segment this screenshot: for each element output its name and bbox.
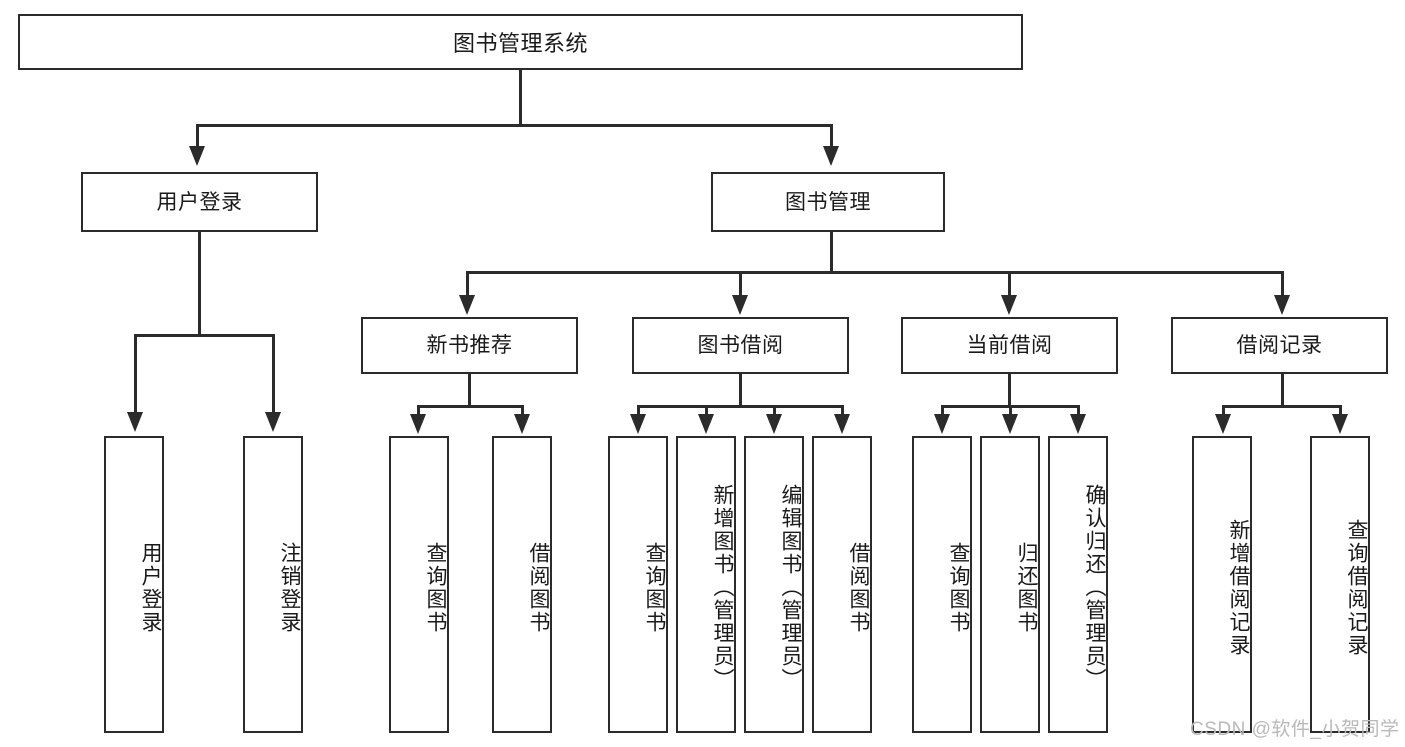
arrow-book-borrow-to-leaf2: [698, 414, 714, 434]
connector-user-login-bar: [134, 334, 273, 337]
arrow-book-borrow-to-leaf1: [630, 414, 646, 434]
arrow-book-borrow-to-leaf4: [834, 414, 850, 434]
node-leaf-confirm-return[interactable]: 确认归还（管理员）: [1048, 436, 1108, 733]
node-label: 新增借阅记录: [1227, 518, 1250, 657]
node-label: 借阅记录: [1236, 334, 1323, 357]
node-leaf-return-book[interactable]: 归还图书: [980, 436, 1040, 733]
connector-current-borrow-stem: [1008, 374, 1011, 407]
node-label: 查询图书: [947, 541, 970, 634]
node-leaf-query-book-2[interactable]: 查询图书: [608, 436, 668, 733]
arrow-user-login-to-leaf2: [265, 412, 281, 432]
connector-root-bar: [196, 124, 832, 127]
node-new-book-recommend[interactable]: 新书推荐: [361, 317, 578, 374]
connector-book-manage-stem: [830, 232, 833, 274]
connector-new-book-bar: [417, 405, 523, 408]
connector-user-login-to-leaf1: [134, 334, 137, 414]
node-leaf-query-book-1[interactable]: 查询图书: [389, 436, 449, 733]
node-leaf-add-record[interactable]: 新增借阅记录: [1192, 436, 1252, 733]
arrow-borrow-record-to-leaf1: [1215, 414, 1231, 434]
node-root-system[interactable]: 图书管理系统: [18, 14, 1023, 70]
arrow-new-book-to-leaf2: [514, 414, 530, 434]
connector-book-manage-to-book-borrow: [739, 271, 742, 297]
node-label: 编辑图书（管理员）: [779, 484, 802, 691]
node-label: 图书管理系统: [452, 31, 588, 56]
node-label: 图书借阅: [697, 334, 784, 357]
node-label: 图书管理: [785, 190, 871, 214]
node-leaf-add-book[interactable]: 新增图书（管理员）: [676, 436, 736, 733]
node-label: 查询借阅记录: [1345, 518, 1368, 657]
node-leaf-borrow-book-1[interactable]: 借阅图书: [492, 436, 552, 733]
connector-book-borrow-to-leaf4: [841, 405, 844, 417]
node-book-borrow[interactable]: 图书借阅: [632, 317, 849, 374]
connector-new-book-to-leaf1: [417, 405, 420, 417]
node-borrow-record[interactable]: 借阅记录: [1171, 317, 1388, 374]
node-label: 用户登录: [156, 190, 243, 214]
connector-root-to-user-login: [196, 124, 199, 148]
connector-book-borrow-to-leaf2: [705, 405, 708, 417]
node-label: 借阅图书: [527, 541, 550, 634]
connector-book-manage-to-borrow-record: [1281, 271, 1284, 297]
node-book-manage[interactable]: 图书管理: [711, 172, 945, 232]
node-label: 借阅图书: [847, 541, 870, 634]
connector-book-manage-to-new-book: [466, 271, 469, 297]
connector-current-borrow-to-leaf1: [941, 405, 944, 417]
node-label: 确认归还（管理员）: [1083, 484, 1106, 691]
node-label: 查询图书: [643, 541, 666, 634]
node-leaf-borrow-book-2[interactable]: 借阅图书: [812, 436, 872, 733]
arrow-book-borrow-to-leaf3: [766, 414, 782, 434]
connector-book-borrow-to-leaf3: [773, 405, 776, 417]
connector-book-borrow-stem: [739, 374, 742, 407]
node-leaf-query-record[interactable]: 查询借阅记录: [1310, 436, 1370, 733]
node-current-borrow[interactable]: 当前借阅: [901, 317, 1118, 374]
connector-borrow-record-to-leaf1: [1222, 405, 1225, 417]
node-leaf-user-login[interactable]: 用户登录: [104, 436, 164, 733]
connector-book-manage-bar: [466, 271, 1283, 274]
node-label: 注销登录: [278, 541, 301, 634]
arrow-book-manage-to-current-borrow: [1001, 295, 1017, 315]
node-leaf-edit-book[interactable]: 编辑图书（管理员）: [744, 436, 804, 733]
connector-new-book-to-leaf2: [521, 405, 524, 417]
node-label: 当前借阅: [966, 334, 1053, 357]
arrow-book-manage-to-borrow-record: [1274, 295, 1290, 315]
connector-current-borrow-to-leaf2: [1009, 405, 1012, 417]
node-leaf-query-book-3[interactable]: 查询图书: [912, 436, 972, 733]
node-label: 查询图书: [424, 541, 447, 634]
connector-root-to-book-manage: [830, 124, 833, 148]
arrow-current-borrow-to-leaf1: [934, 414, 950, 434]
connector-borrow-record-stem: [1281, 374, 1284, 407]
connector-borrow-record-bar: [1222, 405, 1341, 408]
node-label: 归还图书: [1015, 541, 1038, 634]
arrow-root-to-book-manage: [823, 146, 839, 166]
connector-book-manage-to-current-borrow: [1008, 271, 1011, 297]
connector-borrow-record-to-leaf2: [1339, 405, 1342, 417]
node-leaf-logout-login[interactable]: 注销登录: [243, 436, 303, 733]
connector-new-book-stem: [468, 374, 471, 407]
arrow-book-manage-to-new-book: [459, 295, 475, 315]
arrow-borrow-record-to-leaf2: [1332, 414, 1348, 434]
arrow-book-manage-to-book-borrow: [732, 295, 748, 315]
node-user-login[interactable]: 用户登录: [81, 172, 318, 232]
node-label: 新增图书（管理员）: [711, 484, 734, 691]
node-label: 新书推荐: [426, 334, 513, 357]
csdn-watermark: CSDN @软件_小贺同学: [1190, 719, 1400, 740]
arrow-root-to-user-login: [189, 146, 205, 166]
connector-book-borrow-bar: [637, 405, 842, 408]
connector-user-login-to-leaf2: [272, 334, 275, 414]
connector-current-borrow-to-leaf3: [1077, 405, 1080, 417]
arrow-current-borrow-to-leaf3: [1070, 414, 1086, 434]
connector-root-stem: [519, 70, 522, 125]
arrow-user-login-to-leaf1: [127, 412, 143, 432]
connector-book-borrow-to-leaf1: [637, 405, 640, 417]
node-label: 用户登录: [139, 541, 162, 634]
connector-user-login-stem: [198, 232, 201, 336]
arrow-new-book-to-leaf1: [410, 414, 426, 434]
arrow-current-borrow-to-leaf2: [1002, 414, 1018, 434]
